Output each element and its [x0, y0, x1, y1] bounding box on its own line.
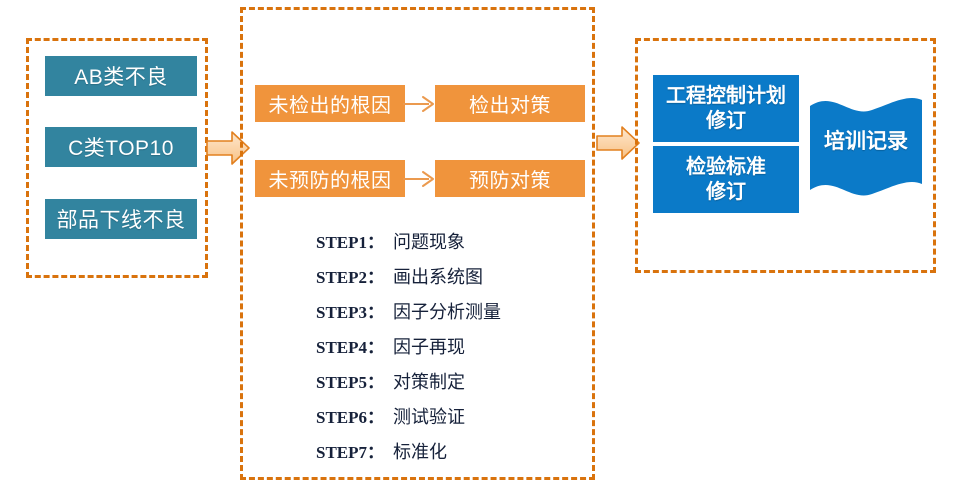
step-key: STEP2： — [316, 268, 385, 287]
arrow-cause-to-action-row2 — [402, 169, 436, 189]
step-row: STEP7： 标准化 — [316, 438, 576, 473]
step-value: 因子再现 — [393, 337, 466, 357]
step-row: STEP4： 因子再现 — [316, 333, 576, 368]
step-key: STEP7： — [316, 443, 385, 462]
step-row: STEP1： 问题现象 — [316, 228, 576, 263]
analysis-panel — [240, 7, 595, 480]
step-value: 画出系统图 — [393, 267, 484, 287]
step-value: 标准化 — [393, 442, 448, 462]
step-key: STEP3： — [316, 303, 385, 322]
step-value: 测试验证 — [393, 407, 466, 427]
step-key: STEP6： — [316, 408, 385, 427]
arrow-analysis-to-output — [595, 125, 641, 161]
output-inspection-standard-revision[interactable]: 检验标准修订 — [653, 146, 799, 213]
cause-not-prevented[interactable]: 未预防的根因 — [255, 160, 405, 197]
cause-not-detected[interactable]: 未检出的根因 — [255, 85, 405, 122]
output-panel — [635, 38, 936, 273]
action-prevention-countermeasure[interactable]: 预防对策 — [435, 160, 585, 197]
step-key: STEP5： — [316, 373, 385, 392]
step-value: 因子分析测量 — [393, 302, 502, 322]
step-value: 对策制定 — [393, 372, 466, 392]
input-panel — [26, 38, 208, 278]
step-key: STEP4： — [316, 338, 385, 357]
step-value: 问题现象 — [393, 232, 466, 252]
step-list: STEP1： 问题现象 STEP2： 画出系统图 STEP3： 因子分析测量 S… — [316, 228, 576, 473]
action-detection-countermeasure[interactable]: 检出对策 — [435, 85, 585, 122]
step-row: STEP6： 测试验证 — [316, 403, 576, 438]
input-item-parts-offline-defect[interactable]: 部品下线不良 — [45, 199, 197, 239]
step-row: STEP3： 因子分析测量 — [316, 298, 576, 333]
step-row: STEP2： 画出系统图 — [316, 263, 576, 298]
step-key: STEP1： — [316, 233, 385, 252]
training-record-banner[interactable] — [806, 88, 926, 213]
step-row: STEP5： 对策制定 — [316, 368, 576, 403]
input-item-ab-defect[interactable]: AB类不良 — [45, 56, 197, 96]
input-item-c-top10[interactable]: C类TOP10 — [45, 127, 197, 167]
arrow-cause-to-action-row1 — [402, 94, 436, 114]
output-engineering-control-plan-revision[interactable]: 工程控制计划修订 — [653, 75, 799, 142]
